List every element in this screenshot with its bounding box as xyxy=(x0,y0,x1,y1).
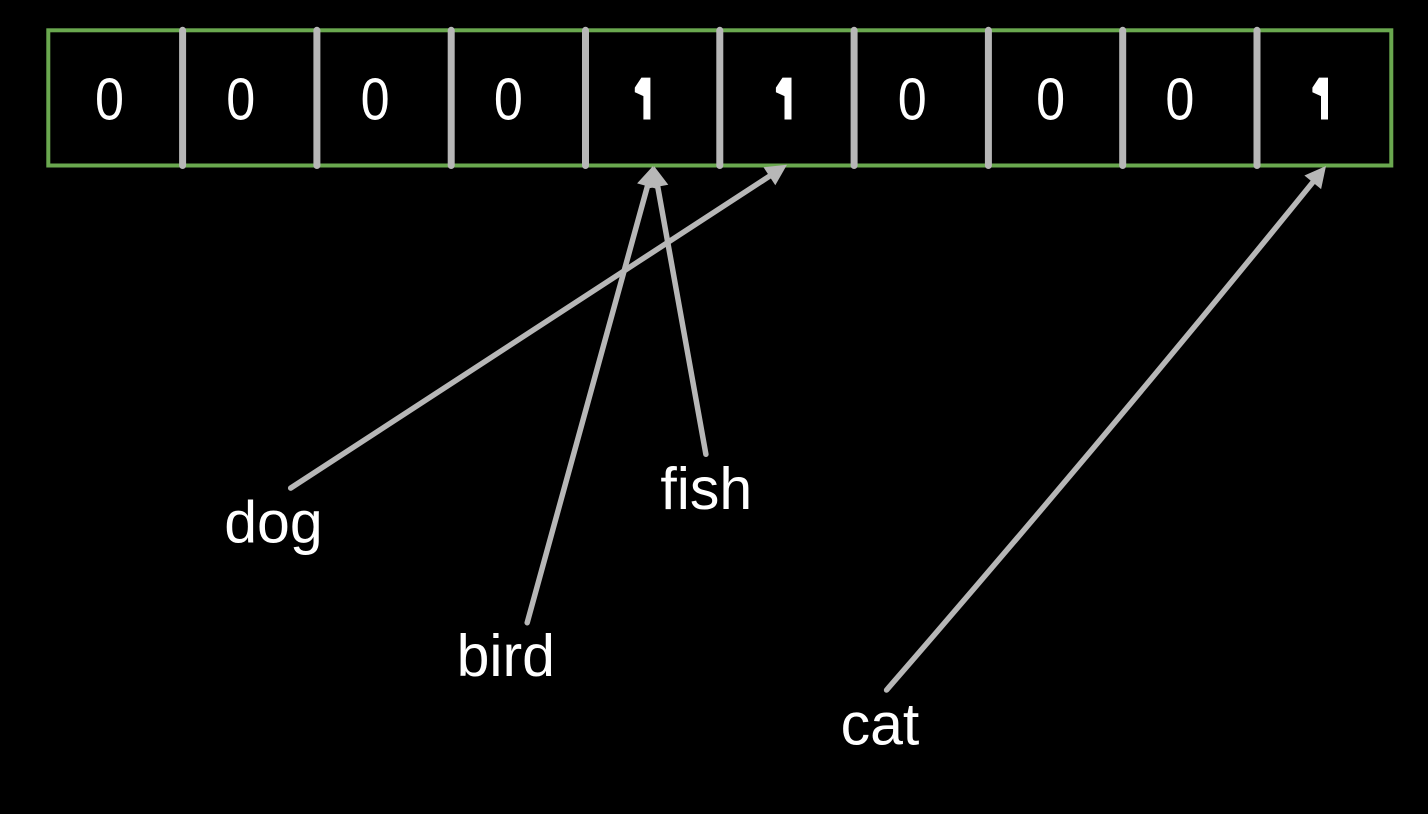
svg-text:0: 0 xyxy=(494,67,523,133)
svg-text:0: 0 xyxy=(226,67,255,133)
svg-text:cat: cat xyxy=(841,692,920,758)
svg-text:0: 0 xyxy=(361,67,390,133)
svg-text:fish: fish xyxy=(660,456,752,522)
svg-text:dog: dog xyxy=(224,490,322,556)
svg-text:0: 0 xyxy=(898,67,927,133)
svg-text:0: 0 xyxy=(95,67,124,133)
svg-text:0: 0 xyxy=(1036,67,1065,133)
svg-text:bird: bird xyxy=(457,623,555,689)
svg-text:0: 0 xyxy=(1165,67,1194,133)
